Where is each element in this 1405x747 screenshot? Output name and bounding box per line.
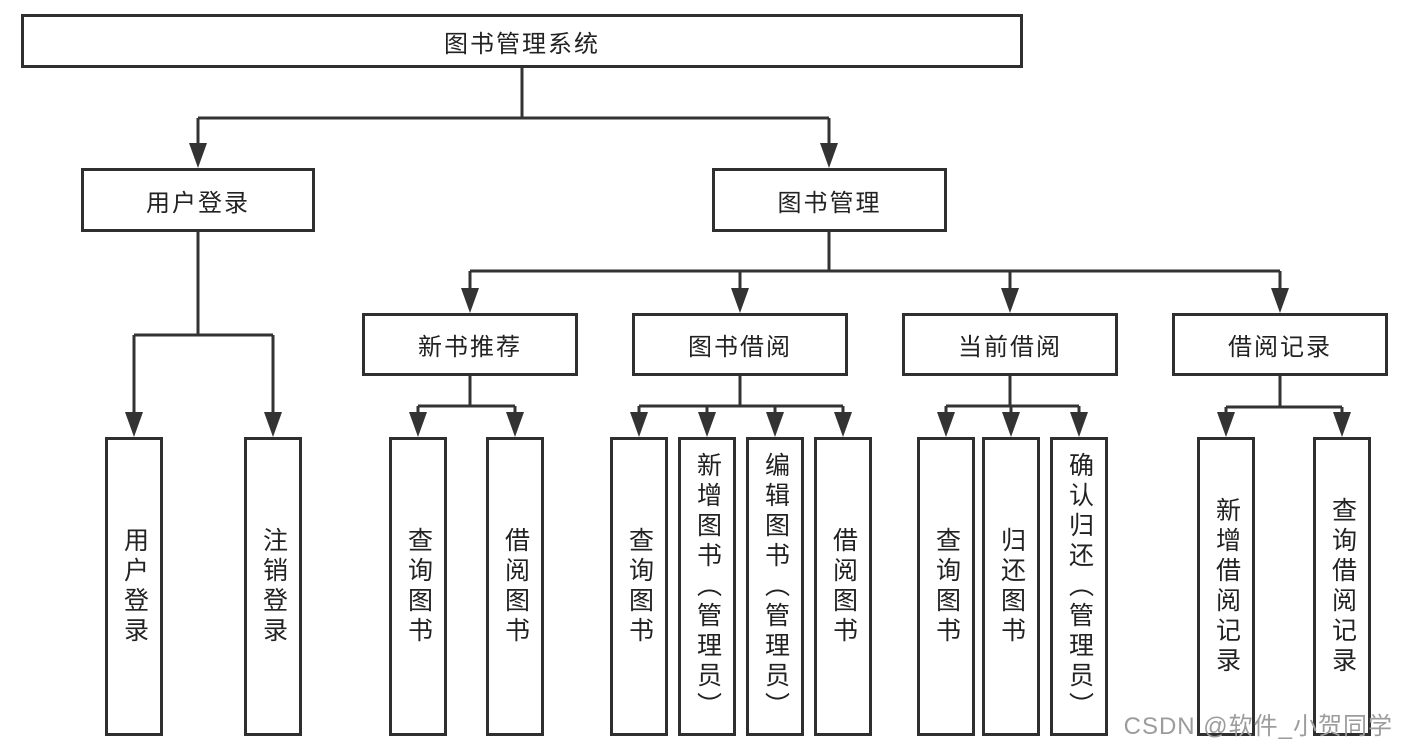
leaf-label: 注销登录	[259, 526, 288, 647]
node-label: 图书借阅	[688, 334, 792, 361]
leaf-label: 查询图书	[625, 526, 654, 647]
node-new-book-recommendation: 新书推荐	[362, 313, 578, 376]
node-label: 图书管理	[777, 189, 882, 217]
leaf-query-books-borrowing: 查询图书	[610, 437, 668, 736]
csdn-watermark: CSDN @软件_小贺同学	[1123, 713, 1393, 740]
leaf-label: 用户登录	[120, 526, 149, 647]
leaf-label: 查询图书	[404, 526, 433, 647]
leaf-confirm-return-admin: 确认归还（管理员）	[1050, 437, 1108, 736]
leaf-add-borrow-record: 新增借阅记录	[1197, 437, 1255, 736]
leaf-return-book: 归还图书	[982, 437, 1040, 736]
leaf-label: 归还图书	[997, 526, 1026, 647]
leaf-label: 确认归还（管理员）	[1065, 451, 1094, 722]
node-current-borrowing: 当前借阅	[902, 313, 1118, 376]
node-label: 图书管理系统	[444, 30, 600, 58]
leaf-borrow-books-recommend: 借阅图书	[486, 437, 544, 736]
leaf-label: 编辑图书（管理员）	[761, 451, 790, 722]
leaf-label: 新增图书（管理员）	[693, 451, 722, 722]
leaf-query-borrow-record: 查询借阅记录	[1313, 437, 1371, 736]
leaf-label: 查询借阅记录	[1328, 496, 1357, 677]
node-book-borrowing: 图书借阅	[632, 313, 848, 376]
leaf-label: 新增借阅记录	[1212, 496, 1241, 677]
leaf-user-login: 用户登录	[105, 437, 163, 736]
node-book-management: 图书管理	[712, 168, 947, 232]
leaf-add-book-admin: 新增图书（管理员）	[678, 437, 736, 736]
node-label: 借阅记录	[1228, 334, 1332, 361]
node-borrowing-records: 借阅记录	[1172, 313, 1388, 376]
leaf-edit-book-admin: 编辑图书（管理员）	[746, 437, 804, 736]
leaf-label: 借阅图书	[829, 526, 858, 647]
node-user-login: 用户登录	[81, 168, 315, 232]
leaf-query-books-current: 查询图书	[917, 437, 975, 736]
node-library-management-system: 图书管理系统	[21, 14, 1023, 68]
arrowhead-icons	[125, 143, 1351, 437]
leaf-label: 查询图书	[932, 526, 961, 647]
leaf-query-books-recommend: 查询图书	[389, 437, 447, 736]
leaf-label: 借阅图书	[501, 526, 530, 647]
node-label: 新书推荐	[418, 334, 522, 361]
node-label: 当前借阅	[958, 334, 1062, 361]
leaf-borrow-books-borrowing: 借阅图书	[814, 437, 872, 736]
tree-edges	[132, 67, 1344, 420]
leaf-logout: 注销登录	[244, 437, 302, 736]
node-label: 用户登录	[146, 189, 250, 217]
